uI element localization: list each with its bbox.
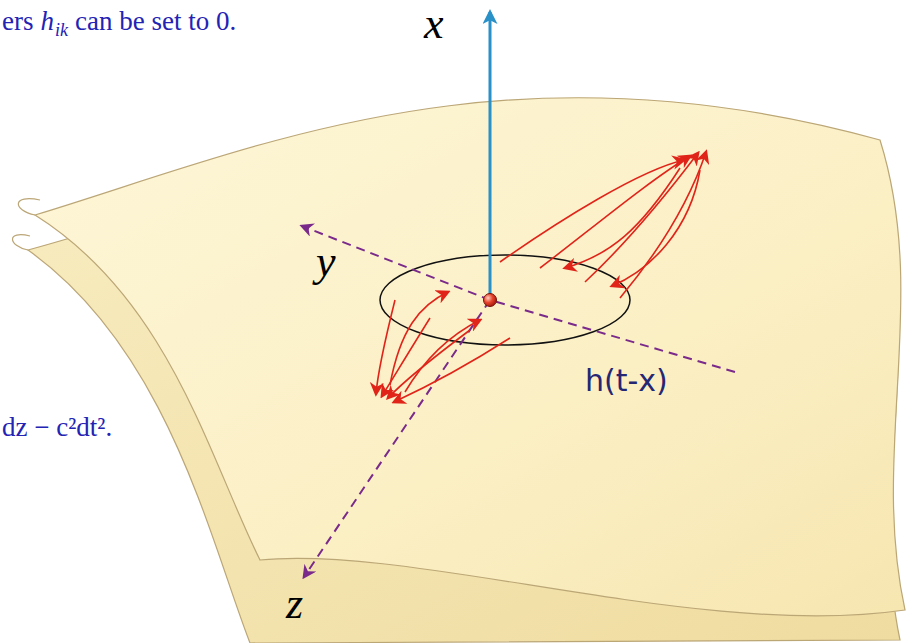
note-text: ers — [2, 8, 33, 35]
origin-dot — [484, 294, 497, 307]
z-axis — [304, 300, 490, 577]
formula-text: dz − c²dt². — [2, 414, 112, 441]
back-sheet-curl — [13, 235, 31, 250]
field-lines — [376, 152, 706, 402]
math-symbol: h — [40, 8, 54, 35]
ring — [380, 255, 630, 345]
y-axis — [302, 226, 735, 372]
axis-label: x — [424, 2, 444, 46]
axis-label: z — [286, 582, 303, 626]
x-axis — [489, 12, 492, 300]
axis-label: y — [316, 240, 336, 284]
note-text: can be set to 0. — [75, 8, 236, 35]
front-sheet-curl — [18, 199, 40, 215]
front-sheet — [35, 98, 905, 616]
wave-label: h(t-x) — [585, 366, 668, 396]
math-subscript: ik — [55, 21, 68, 39]
